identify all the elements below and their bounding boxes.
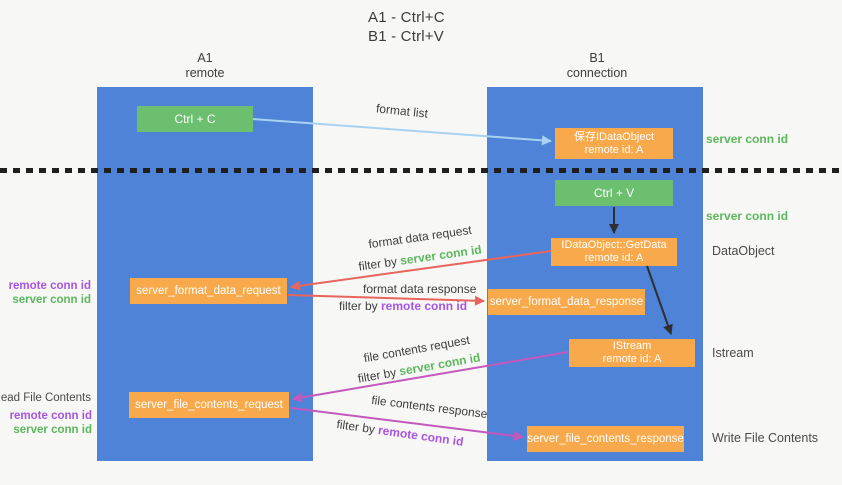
node-idataobject-getdata: IDataObject::GetData remote id: A bbox=[551, 238, 677, 266]
title-line-2: B1 - Ctrl+V bbox=[368, 28, 444, 45]
session-divider bbox=[0, 168, 842, 173]
file-response-label: server_file_contents_response bbox=[527, 432, 684, 445]
save-idataobject-line1: 保存IDataObject bbox=[573, 130, 655, 143]
node-server-file-contents-request: server_file_contents_request bbox=[129, 392, 289, 418]
annotation-server-conn-id-mid: server conn id bbox=[706, 209, 789, 223]
file-request-label: server_file_contents_request bbox=[135, 398, 283, 411]
annotation-dataobject: DataObject bbox=[712, 244, 775, 258]
istream-line2: remote id: A bbox=[602, 353, 662, 365]
node-save-idataobject: 保存IDataObject remote id: A bbox=[555, 128, 673, 159]
filter-by-text: filter by bbox=[357, 253, 402, 274]
diagram-title: A1 - Ctrl+C B1 - Ctrl+V bbox=[368, 8, 445, 46]
filter-id-remote: remote conn id bbox=[377, 423, 465, 449]
label-format-data-response: format data response bbox=[363, 282, 477, 296]
node-server-format-data-response: server_format_data_response bbox=[488, 289, 645, 315]
istream-line1: IStream bbox=[612, 340, 652, 352]
ctrl-v-label: Ctrl + V bbox=[593, 185, 635, 200]
lane-a1-name: A1 bbox=[197, 51, 213, 65]
format-response-label: server_format_data_response bbox=[489, 295, 644, 308]
label-file-contents-response: file contents response bbox=[370, 392, 489, 422]
getdata-line1: IDataObject::GetData bbox=[561, 239, 667, 251]
annotation-lower-remote-conn-id: remote conn id bbox=[9, 410, 92, 422]
annotation-lower-server-conn-id: server conn id bbox=[13, 424, 92, 436]
node-server-file-contents-response: server_file_contents_response bbox=[527, 426, 684, 452]
lane-header-b1: B1 connection bbox=[537, 51, 657, 81]
format-request-label: server_format_data_request bbox=[136, 284, 281, 297]
lane-b1-subtitle: connection bbox=[566, 66, 628, 80]
annotation-server-conn-id-top: server conn id bbox=[706, 132, 789, 146]
ctrl-c-label: Ctrl + C bbox=[174, 111, 216, 126]
lane-a1-subtitle: remote bbox=[185, 66, 225, 80]
save-idataobject-line2: remote id: A bbox=[584, 143, 644, 156]
annotation-upper-server-conn-id: server conn id bbox=[12, 294, 91, 306]
annotation-upper-remote-conn-id: remote conn id bbox=[8, 280, 91, 292]
node-istream: IStream remote id: A bbox=[569, 339, 695, 367]
filter-by-text: filter by bbox=[335, 417, 380, 437]
label-format-list: format list bbox=[375, 101, 429, 121]
annotation-write-file-contents: Write File Contents bbox=[712, 431, 819, 445]
filter-id-server: server conn id bbox=[399, 242, 483, 268]
filter-by-text: filter by bbox=[356, 364, 401, 386]
node-ctrl-v: Ctrl + V bbox=[555, 180, 673, 206]
title-line-1: A1 - Ctrl+C bbox=[368, 9, 445, 26]
filter-id-remote: remote conn id bbox=[381, 299, 468, 313]
label-filter-by-remote-conn-id-1: filter by remote conn id bbox=[339, 299, 467, 313]
annotation-istream: Istream bbox=[712, 346, 754, 360]
lane-header-a1: A1 remote bbox=[145, 51, 265, 81]
node-ctrl-c: Ctrl + C bbox=[137, 106, 253, 132]
getdata-line2: remote id: A bbox=[584, 252, 644, 264]
node-server-format-data-request: server_format_data_request bbox=[130, 278, 287, 304]
filter-by-text: filter by bbox=[339, 299, 382, 313]
lane-b1-name: B1 bbox=[589, 51, 605, 65]
label-filter-by-remote-conn-id-2: filter by remote conn id bbox=[336, 417, 465, 449]
annotation-read-file-contents: Read File Contents bbox=[0, 392, 91, 404]
